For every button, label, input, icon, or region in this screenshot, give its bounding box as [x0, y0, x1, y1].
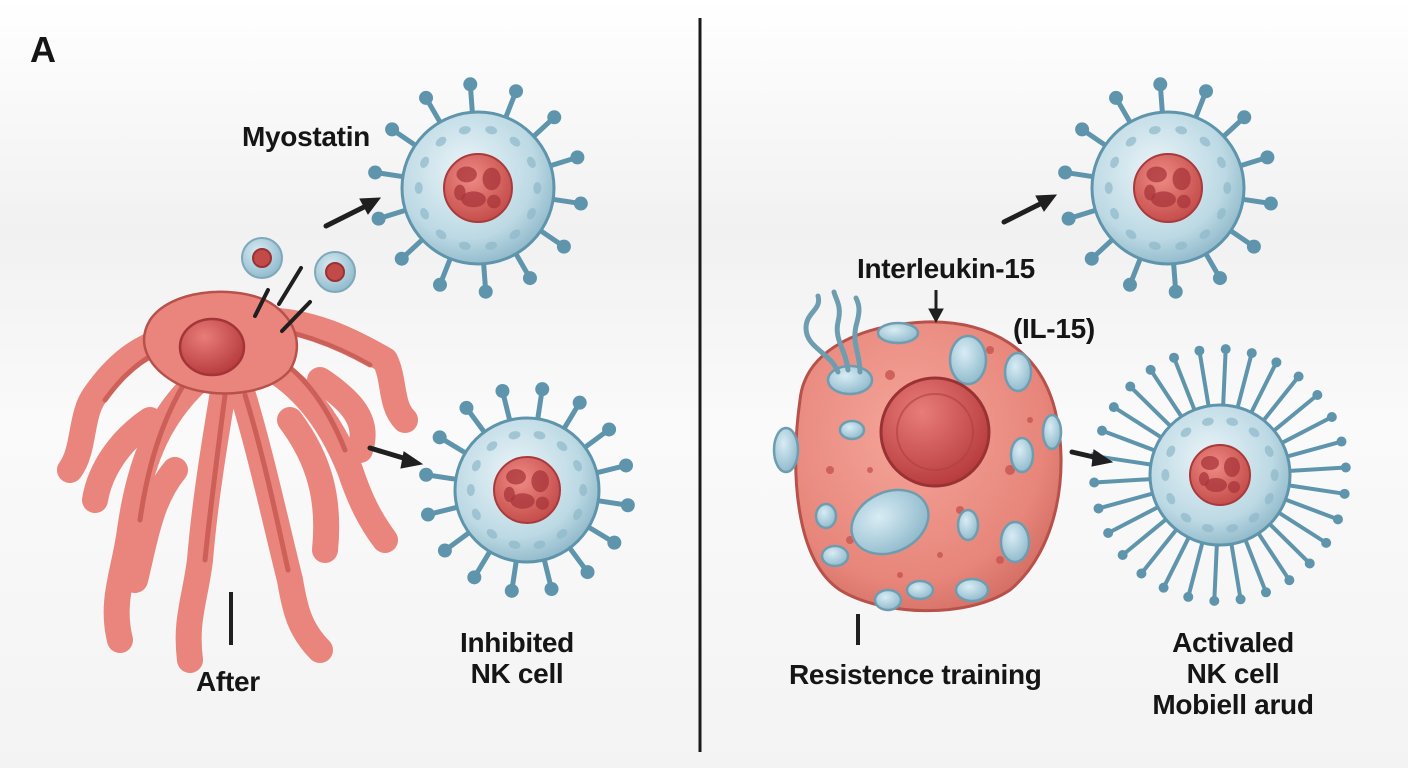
interleukin-pointer-arrow: [928, 290, 944, 324]
arrow-to-nk-top: [323, 197, 382, 229]
myostatin-label: Myostatin: [242, 121, 370, 152]
resistance-training-cell: [772, 320, 1063, 613]
arrow-to-activated-nk: [1069, 449, 1114, 467]
myocyte-nucleus: [178, 317, 246, 377]
panel-letter: A: [30, 29, 56, 70]
nk-cell-top: [368, 77, 588, 299]
myostatin-particle: [314, 251, 356, 293]
after-label: After: [196, 666, 260, 697]
arrow-to-inhibited-nk: [367, 445, 424, 469]
il15-abbrev-label: (IL-15): [1013, 313, 1095, 344]
activated-nk-label: Activaled NK cell Mobiell arud: [1152, 627, 1314, 720]
activated-label-line2: NK cell: [1186, 657, 1280, 689]
inhibited-label-line2: NK cell: [470, 657, 564, 689]
interleukin-label: Interleukin-15: [857, 253, 1035, 284]
nk-cell-inhibited: [419, 382, 635, 598]
myostatin-particle: [241, 237, 283, 279]
inhibited-label-line1: Inhibited: [460, 627, 574, 658]
activated-label-line1: Activaled: [1172, 627, 1294, 658]
inhibited-nk-label: Inhibited NK cell: [460, 627, 574, 690]
myostatin-secretion: [253, 266, 312, 333]
activated-label-line3: Mobiell arud: [1152, 688, 1314, 720]
nk-cell-top-right: [1058, 77, 1278, 299]
resistance-training-label: Resistence training: [789, 659, 1042, 690]
il15-secretion-waves: [803, 289, 863, 375]
arrow-to-nk-top-right: [1001, 194, 1058, 225]
myocyte-cell: [57, 290, 418, 673]
